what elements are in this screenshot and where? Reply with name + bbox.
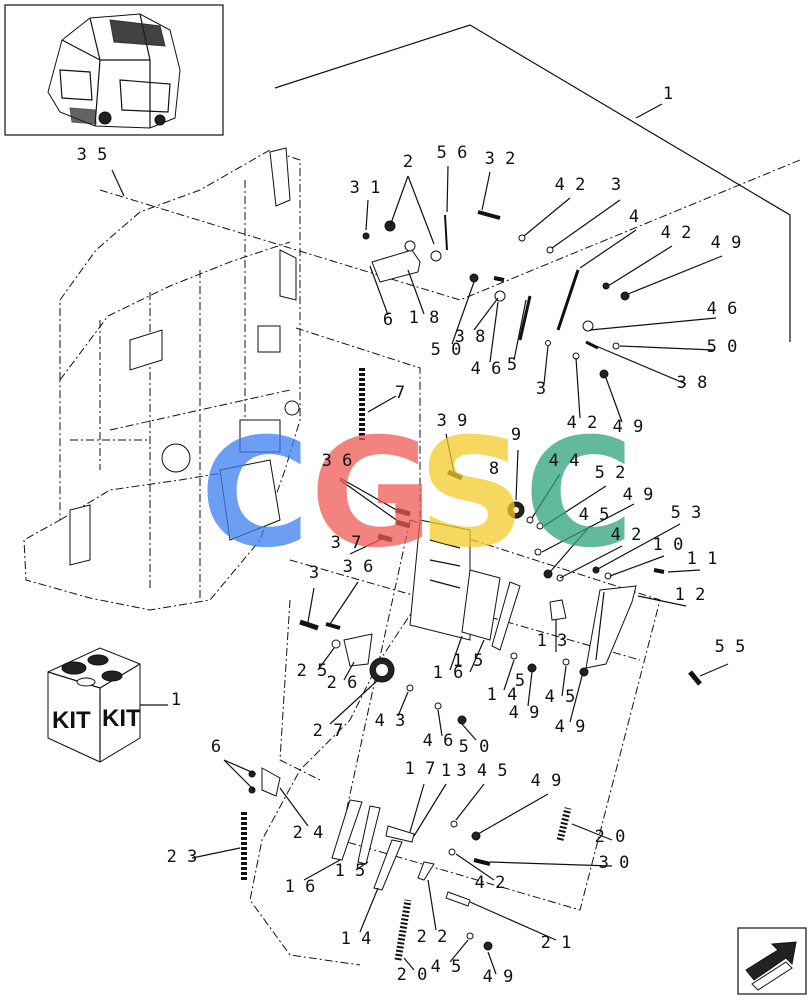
kit-label-front: KIT (52, 707, 91, 734)
baler-thumbnail-icon (4, 4, 224, 136)
callout-label: 2 (403, 152, 413, 172)
callout-label: 4 9 (555, 717, 586, 737)
callout-label: 1 1 (687, 549, 718, 569)
callout-label: 4 2 (567, 413, 598, 433)
callout-label: 1 4 (487, 685, 518, 705)
callout-label: 3 8 (677, 373, 708, 393)
callout-label: 1 (663, 84, 673, 104)
callout-label: 5 2 (595, 463, 626, 483)
callout-label: 3 2 (485, 149, 516, 169)
callout-label: 2 2 (417, 927, 448, 947)
callout-label: 5 (515, 671, 525, 691)
callout-label: 1 (441, 761, 451, 781)
callout-label: 1 3 (537, 631, 568, 651)
callout-label: 3 6 (322, 451, 353, 471)
callout-label: 4 6 (707, 299, 738, 319)
callout-label: 1 5 (453, 651, 484, 671)
callout-label: 5 0 (459, 737, 490, 757)
callout-label: 4 2 (475, 873, 506, 893)
callout-label: 3 (536, 379, 546, 399)
callout-label: 1 (171, 690, 181, 710)
callout-label: 4 5 (579, 505, 610, 525)
callout-label: 9 (511, 425, 521, 445)
callout-label: 2 3 (167, 847, 198, 867)
callout-label: 3 6 (343, 557, 374, 577)
kit-label-side: KIT (102, 705, 141, 732)
callout-label: 8 (489, 459, 499, 479)
callout-label: 1 6 (285, 877, 316, 897)
callout-label: 5 5 (715, 637, 746, 657)
callout-label: 4 3 (375, 711, 406, 731)
middle-assembly-parts (299, 469, 702, 725)
callout-label: 6 (211, 737, 221, 757)
callout-label: 7 (395, 383, 405, 403)
lower-assembly-parts (248, 767, 493, 951)
callout-label: 2 0 (397, 965, 428, 985)
callout-label: 3 0 (599, 853, 630, 873)
callout-label: 4 6 (423, 731, 454, 751)
callout-label: 5 0 (707, 337, 738, 357)
callout-label: 1 4 (341, 929, 372, 949)
callout-label: 2 1 (541, 933, 572, 953)
callout-label: 1 6 (433, 663, 464, 683)
callout-label: 4 9 (711, 233, 742, 253)
callout-label: 1 8 (409, 308, 440, 328)
watermark-letter-c2: C (524, 407, 634, 581)
callout-label: 5 0 (431, 340, 462, 360)
next-page-arrow-icon[interactable] (737, 927, 807, 995)
callout-label: 2 4 (293, 823, 324, 843)
callout-label: 2 0 (595, 827, 626, 847)
callout-label: 3 8 (455, 327, 486, 347)
callout-label: 3 (309, 563, 319, 583)
watermark-letter-s: S (418, 407, 526, 581)
callout-label: 1 7 (405, 759, 436, 779)
callout-label: 3 9 (437, 411, 468, 431)
callout-label: 4 9 (531, 771, 562, 791)
callout-label: 3 (611, 175, 621, 195)
callout-label: 4 2 (555, 175, 586, 195)
upper-linkage-parts (362, 210, 630, 379)
callout-label: 4 (629, 207, 639, 227)
callout-label: 5 (507, 355, 517, 375)
callout-label: 3 5 (77, 145, 108, 165)
leader-lines (111, 165, 729, 975)
callout-label: 4 2 (661, 223, 692, 243)
callout-label: 4 5 (545, 687, 576, 707)
callout-label: 4 9 (509, 703, 540, 723)
callout-label: 4 4 (549, 451, 580, 471)
watermark-letter-g: G (310, 407, 433, 581)
tension-spring-bottom (394, 899, 412, 961)
baler-side-frame (23, 147, 301, 611)
callout-label: 4 9 (623, 485, 654, 505)
callout-label: 3 1 (350, 178, 381, 198)
callout-label: 4 2 (611, 525, 642, 545)
callout-label: 5 6 (437, 143, 468, 163)
callout-label: 1 0 (653, 535, 684, 555)
kit-reference-bracket (274, 24, 791, 342)
callout-label: 2 7 (313, 721, 344, 741)
callout-label: 2 5 (297, 661, 328, 681)
kit-box: KIT KIT (47, 647, 168, 763)
cgsc-watermark: C G S C (200, 407, 634, 581)
tension-spring-right (556, 807, 572, 841)
callout-label: 1 2 (675, 585, 706, 605)
callout-label: 6 (383, 310, 393, 330)
callout-label: 4 5 (431, 957, 462, 977)
callout-label: 5 3 (671, 503, 702, 523)
callout-label: 4 9 (613, 417, 644, 437)
callout-label: 4 9 (483, 967, 514, 987)
callout-label: 2 6 (327, 673, 358, 693)
callout-label: 4 6 (471, 359, 502, 379)
watermark-letter-c1: C (200, 407, 310, 581)
callout-label: 1 5 (335, 861, 366, 881)
callout-label: 3 4 5 (456, 761, 507, 781)
callout-label: 3 7 (331, 533, 362, 553)
